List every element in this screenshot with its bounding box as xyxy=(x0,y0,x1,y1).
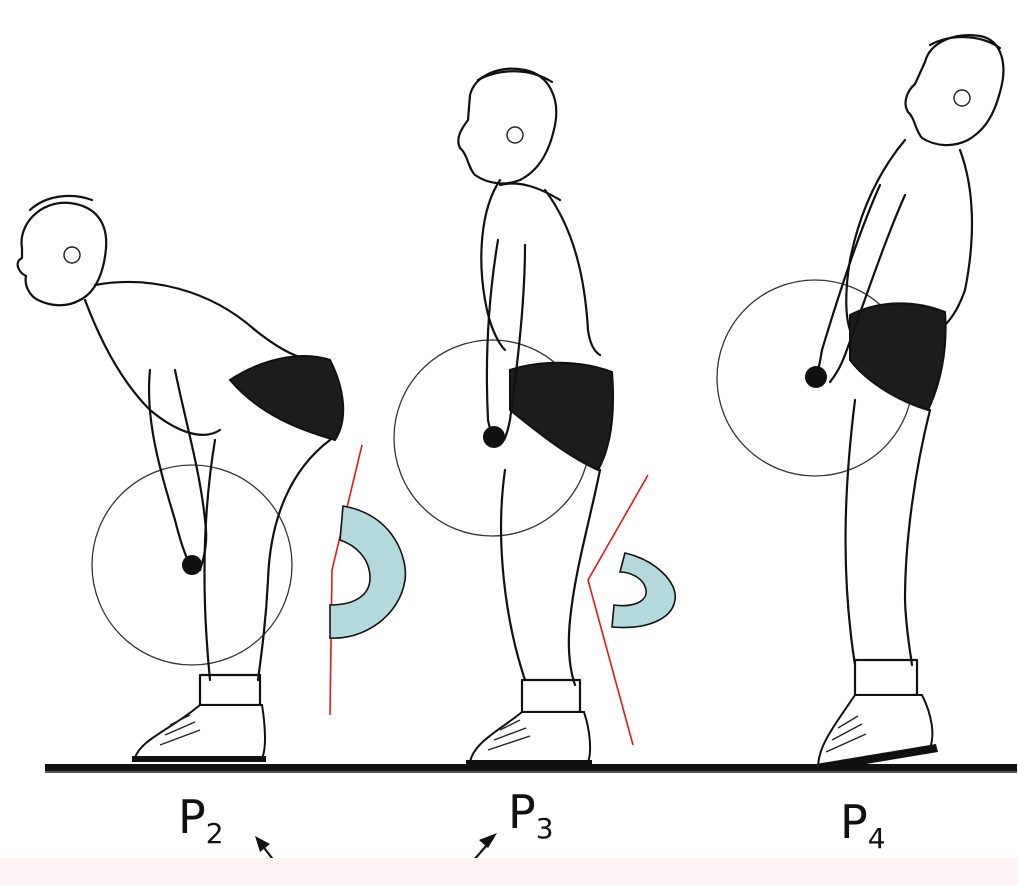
lifter-head-p4 xyxy=(906,35,1004,145)
barbell-grip-p4 xyxy=(805,366,827,388)
knee-angle-marker-p2 xyxy=(330,506,405,638)
arrow-head-p3 xyxy=(479,833,497,848)
shin-guide-line-p2 xyxy=(330,445,362,715)
knee-angle-marker-p3 xyxy=(612,553,675,628)
ground-line xyxy=(45,764,1017,771)
lifter-head-p2 xyxy=(18,203,107,306)
phase-label-p2: P2 xyxy=(178,790,224,850)
phase-label-p3: P3 xyxy=(508,785,554,845)
barbell-grip-p3 xyxy=(483,426,505,448)
lifter-legs-p3 xyxy=(501,470,600,685)
lifter-shorts-p3 xyxy=(510,363,613,470)
phase-labels: P2 P3 P4 xyxy=(178,785,886,855)
lifter-figure-p2 xyxy=(18,196,344,762)
lifter-figure-p4 xyxy=(717,35,1003,772)
lifter-shoe-p2 xyxy=(135,705,265,758)
lifter-legs-p2 xyxy=(205,440,330,680)
lifter-legs-p4 xyxy=(846,400,930,665)
arrow-head-p2 xyxy=(255,836,270,852)
lifter-head-p3 xyxy=(458,69,556,184)
bottom-band xyxy=(0,858,1018,885)
lifter-shoe-p3 xyxy=(470,712,590,762)
lifter-shorts-p2 xyxy=(230,356,343,440)
barbell-grip-p2 xyxy=(182,555,202,575)
phase-label-p4: P4 xyxy=(840,795,886,855)
lifter-shorts-p4 xyxy=(850,303,946,410)
lifter-torso-p2 xyxy=(95,282,320,362)
lifter-figure-p3 xyxy=(394,69,613,766)
